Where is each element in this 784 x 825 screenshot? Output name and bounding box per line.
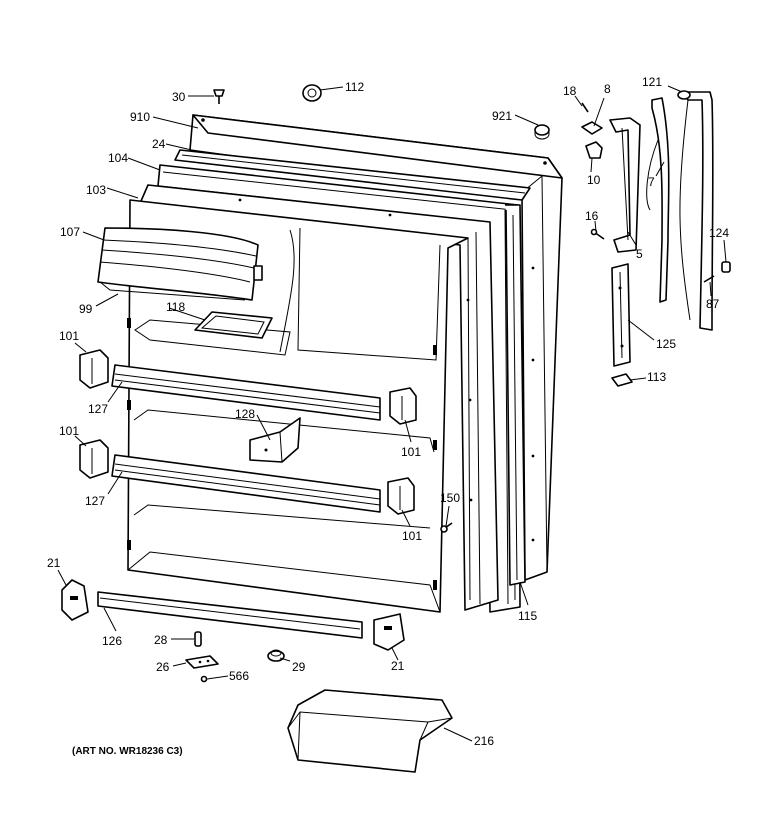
label-16: 16 bbox=[585, 209, 599, 223]
label-101-a: 101 bbox=[59, 329, 79, 343]
shelf-end-cap-left-upper bbox=[79, 349, 109, 389]
label-101-d: 101 bbox=[402, 529, 422, 543]
label-8: 8 bbox=[604, 82, 611, 96]
screw-30 bbox=[213, 89, 225, 104]
label-216: 216 bbox=[474, 734, 494, 748]
handle-bracket-5 bbox=[609, 117, 641, 253]
trim-125 bbox=[611, 263, 631, 367]
bottom-trim-bar bbox=[97, 591, 363, 639]
label-7: 7 bbox=[648, 175, 655, 189]
shelf-bracket bbox=[249, 417, 301, 463]
label-125: 125 bbox=[656, 337, 676, 351]
dairy-compartment-door bbox=[97, 227, 263, 301]
screw-16 bbox=[590, 228, 605, 240]
stop-10 bbox=[585, 141, 603, 159]
label-24: 24 bbox=[152, 137, 166, 151]
label-115: 115 bbox=[518, 609, 537, 623]
plug-921 bbox=[534, 124, 550, 140]
screw-18 bbox=[581, 102, 589, 113]
screw-150 bbox=[440, 522, 453, 533]
clip-8 bbox=[581, 121, 603, 135]
screw-87 bbox=[703, 275, 715, 283]
label-921: 921 bbox=[492, 109, 512, 123]
label-18: 18 bbox=[563, 84, 577, 98]
label-10: 10 bbox=[587, 173, 601, 187]
label-107: 107 bbox=[60, 225, 80, 239]
label-121: 121 bbox=[642, 75, 662, 89]
label-99: 99 bbox=[79, 302, 93, 316]
label-30: 30 bbox=[172, 90, 186, 104]
label-910: 910 bbox=[130, 110, 150, 124]
label-113: 113 bbox=[647, 370, 666, 384]
shelf-bar-middle bbox=[111, 454, 381, 513]
label-566: 566 bbox=[229, 669, 249, 683]
door-cap-strip bbox=[174, 149, 531, 201]
plate-26 bbox=[185, 655, 219, 669]
label-103: 103 bbox=[86, 183, 106, 197]
label-127-b: 127 bbox=[85, 494, 105, 508]
label-101-c: 101 bbox=[401, 445, 421, 459]
shelf-end-cap-left-lower bbox=[79, 439, 109, 479]
label-104: 104 bbox=[108, 151, 128, 165]
shelf-end-cap-right-lower bbox=[387, 477, 415, 515]
shelf-bar-upper bbox=[111, 364, 381, 421]
label-118: 118 bbox=[166, 300, 185, 314]
cap-113 bbox=[611, 373, 633, 387]
door-trim bbox=[505, 204, 526, 586]
label-127-a: 127 bbox=[88, 402, 108, 416]
butter-tray bbox=[194, 311, 273, 339]
door-bin bbox=[287, 689, 453, 773]
label-5: 5 bbox=[636, 247, 643, 261]
label-150: 150 bbox=[440, 491, 460, 505]
handle-7 bbox=[646, 97, 670, 303]
label-29: 29 bbox=[292, 660, 306, 674]
label-126: 126 bbox=[102, 634, 122, 648]
label-26: 26 bbox=[156, 660, 170, 674]
hinge-left bbox=[61, 579, 89, 621]
leader-lines bbox=[57, 85, 727, 742]
label-21-a: 21 bbox=[47, 556, 61, 570]
label-101-b: 101 bbox=[59, 424, 79, 438]
label-87: 87 bbox=[706, 297, 720, 311]
cap-124 bbox=[721, 261, 731, 273]
hinge-right bbox=[373, 613, 405, 651]
plug-112 bbox=[302, 84, 322, 102]
label-112: 112 bbox=[345, 80, 364, 94]
cam-29 bbox=[267, 649, 285, 662]
label-21-b: 21 bbox=[391, 659, 405, 673]
art-number: (ART NO. WR18236 C3) bbox=[72, 746, 183, 757]
shelf-end-cap-right-upper bbox=[389, 387, 417, 425]
label-128: 128 bbox=[235, 407, 255, 421]
label-28: 28 bbox=[154, 633, 168, 647]
part-labels: 30 112 910 921 18 8 121 24 104 10 7 103 … bbox=[47, 75, 729, 757]
pin-28 bbox=[194, 631, 202, 647]
screw-566 bbox=[200, 675, 208, 683]
label-124: 124 bbox=[709, 226, 729, 240]
handle-121 bbox=[677, 90, 714, 331]
